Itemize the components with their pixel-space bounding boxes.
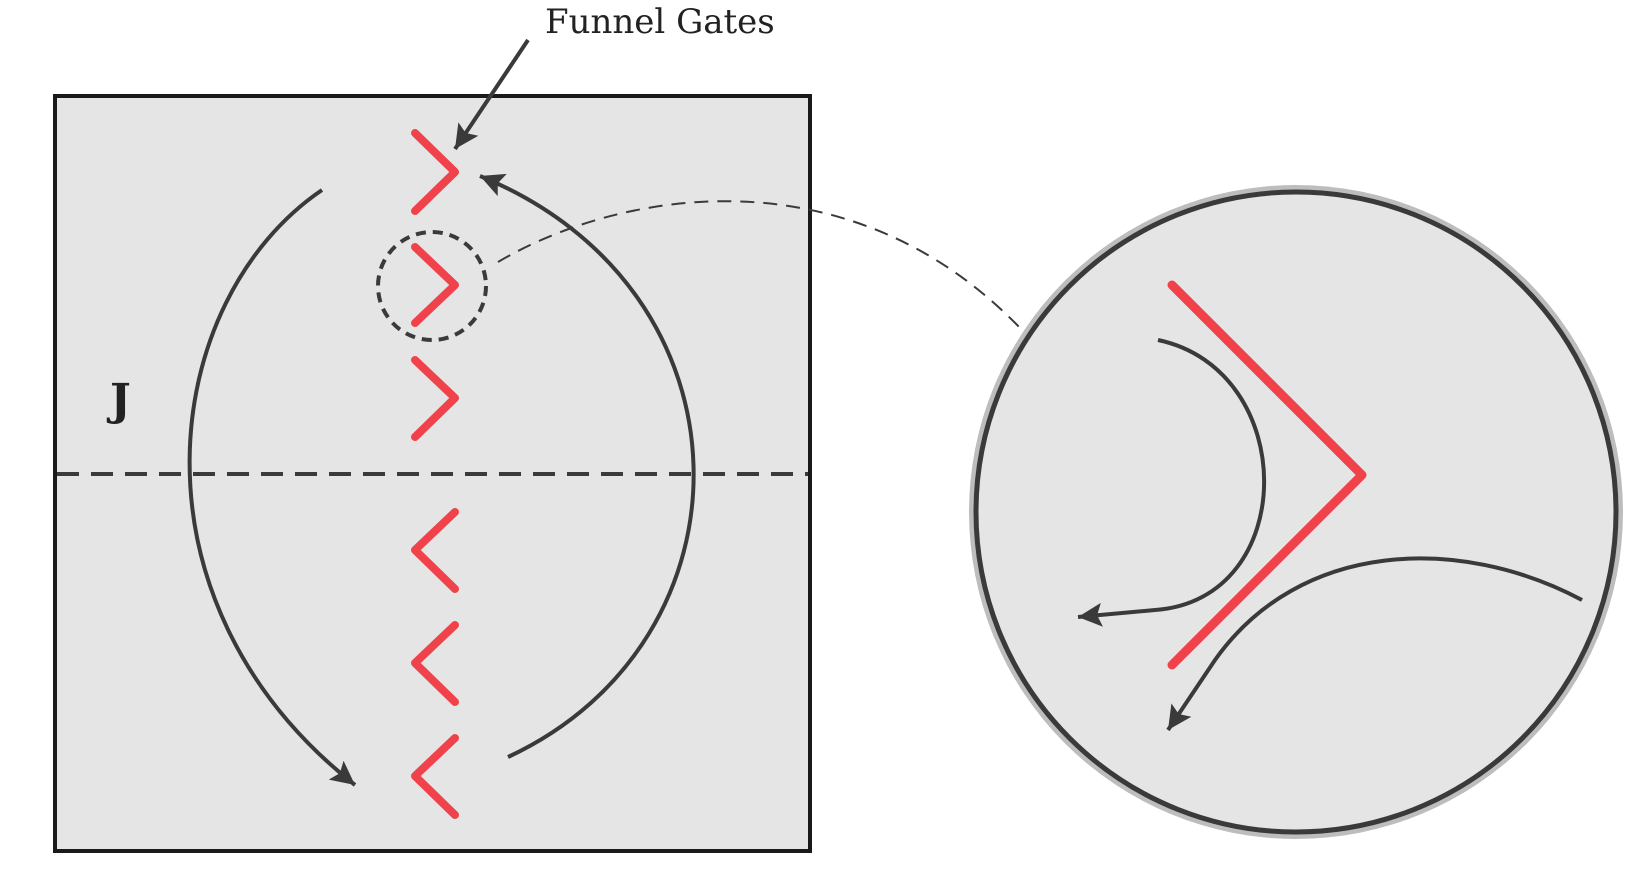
deflected-flow-path xyxy=(1077,338,1266,627)
annotation-arrow xyxy=(453,38,530,151)
passing-flow-path xyxy=(1166,556,1583,732)
funnel-gate-4 xyxy=(411,508,459,593)
zoom-inset xyxy=(973,189,1619,835)
right-flow-arc xyxy=(479,173,696,759)
zoomed-funnel-gate xyxy=(1167,280,1367,670)
funnel-gate-5 xyxy=(411,621,459,706)
zoom-highlight-circle xyxy=(376,230,488,342)
funnel-gate-3 xyxy=(411,356,459,441)
funnel-gate-2 xyxy=(411,243,459,327)
annotation-label: Funnel Gates xyxy=(545,2,775,42)
left-flow-arc xyxy=(187,188,357,787)
funnel-gate-6 xyxy=(411,734,459,819)
zoom-connector xyxy=(497,200,1023,331)
region-label-j: J xyxy=(106,375,131,426)
funnel-gate-1 xyxy=(411,129,459,215)
